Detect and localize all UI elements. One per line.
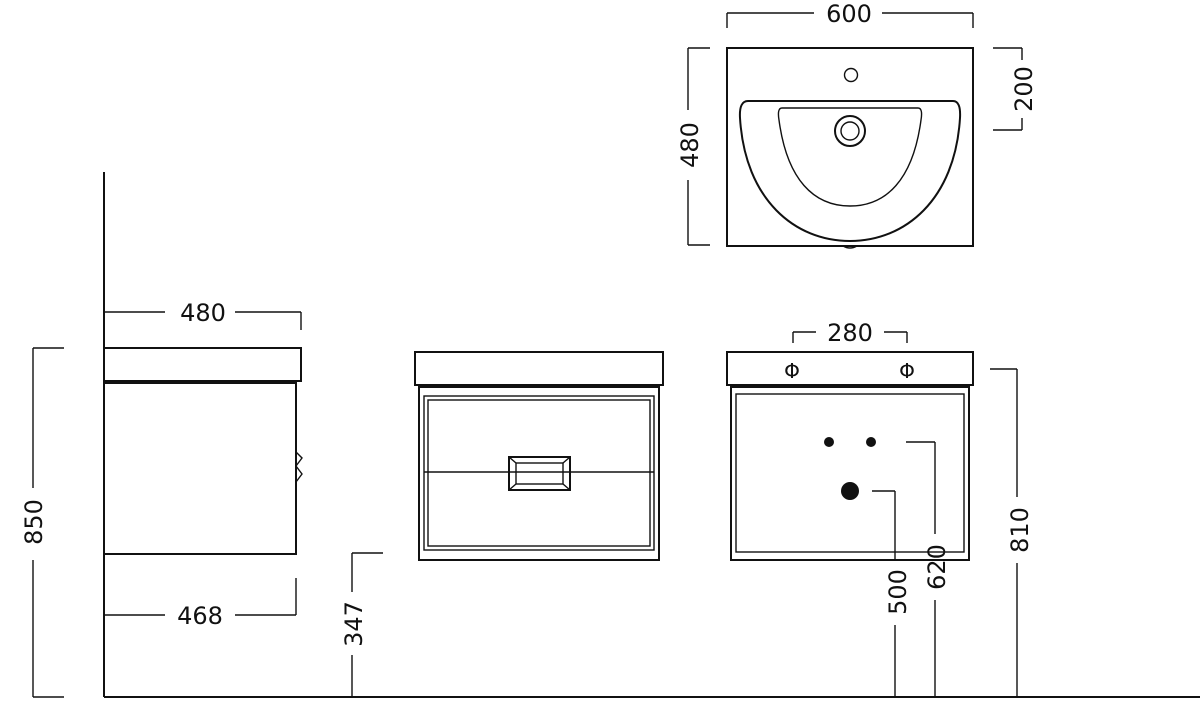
rear-cabinet-frame	[730, 386, 970, 561]
dim-label-top-height: 810	[1006, 507, 1034, 553]
rear-tap-symbol-right: Φ	[899, 359, 915, 383]
side-view	[103, 347, 303, 555]
basin-front-lip	[842, 245, 858, 249]
dim-side-top-depth: 480	[104, 299, 302, 330]
dim-top-height: 810	[990, 368, 1034, 697]
front-handle-bevel	[508, 456, 571, 491]
dim-side-cabinet-depth: 468	[104, 578, 297, 630]
front-view	[414, 351, 664, 561]
dim-label-overall-height: 850	[20, 499, 48, 545]
dim-label-supply-height: 620	[923, 544, 951, 590]
side-handle	[295, 451, 303, 483]
basin-bowl-outer	[738, 100, 962, 243]
drain-inner	[840, 121, 860, 141]
rear-view: Φ Φ	[726, 351, 974, 561]
front-cabinet-inner	[423, 395, 655, 551]
dim-label-top-width: 600	[826, 0, 872, 28]
drain-outer	[834, 115, 866, 147]
dim-label-floor-to-cabinet: 347	[340, 601, 368, 647]
dim-tap-centers: 280	[792, 319, 908, 347]
dim-top-depth: 480	[676, 47, 710, 246]
basin-bowl-inner	[777, 107, 923, 207]
dim-label-side-top-depth: 480	[180, 299, 226, 327]
front-handle-inner	[515, 462, 564, 485]
dim-top-tap-offset: 200	[993, 47, 1038, 131]
dim-top-width: 600	[726, 0, 974, 28]
dim-supply-height: 620	[906, 441, 951, 697]
front-drawer-face	[427, 399, 651, 547]
supply-hole-right	[866, 437, 876, 447]
tap-hole	[843, 67, 859, 83]
dim-floor-to-cabinet: 347	[340, 552, 383, 697]
waste-hole	[841, 482, 859, 500]
dim-label-top-depth: 480	[676, 122, 704, 168]
dim-label-top-tap-offset: 200	[1010, 66, 1038, 112]
dim-waste-height: 500	[872, 490, 912, 697]
dim-label-side-cabinet-depth: 468	[177, 602, 223, 630]
rear-cabinet-inner	[735, 393, 965, 553]
front-basin-top	[414, 351, 664, 386]
dim-overall-height: 850	[20, 347, 64, 698]
supply-hole-left	[824, 437, 834, 447]
dim-label-waste-height: 500	[884, 569, 912, 615]
rear-tap-symbol-left: Φ	[784, 359, 800, 383]
top-view	[726, 47, 974, 249]
side-cabinet	[103, 382, 297, 555]
front-cabinet-frame	[418, 386, 660, 561]
dim-label-tap-centers: 280	[827, 319, 873, 347]
front-handle	[508, 456, 571, 491]
side-basin-top	[103, 347, 302, 382]
rear-basin-top	[726, 351, 974, 386]
